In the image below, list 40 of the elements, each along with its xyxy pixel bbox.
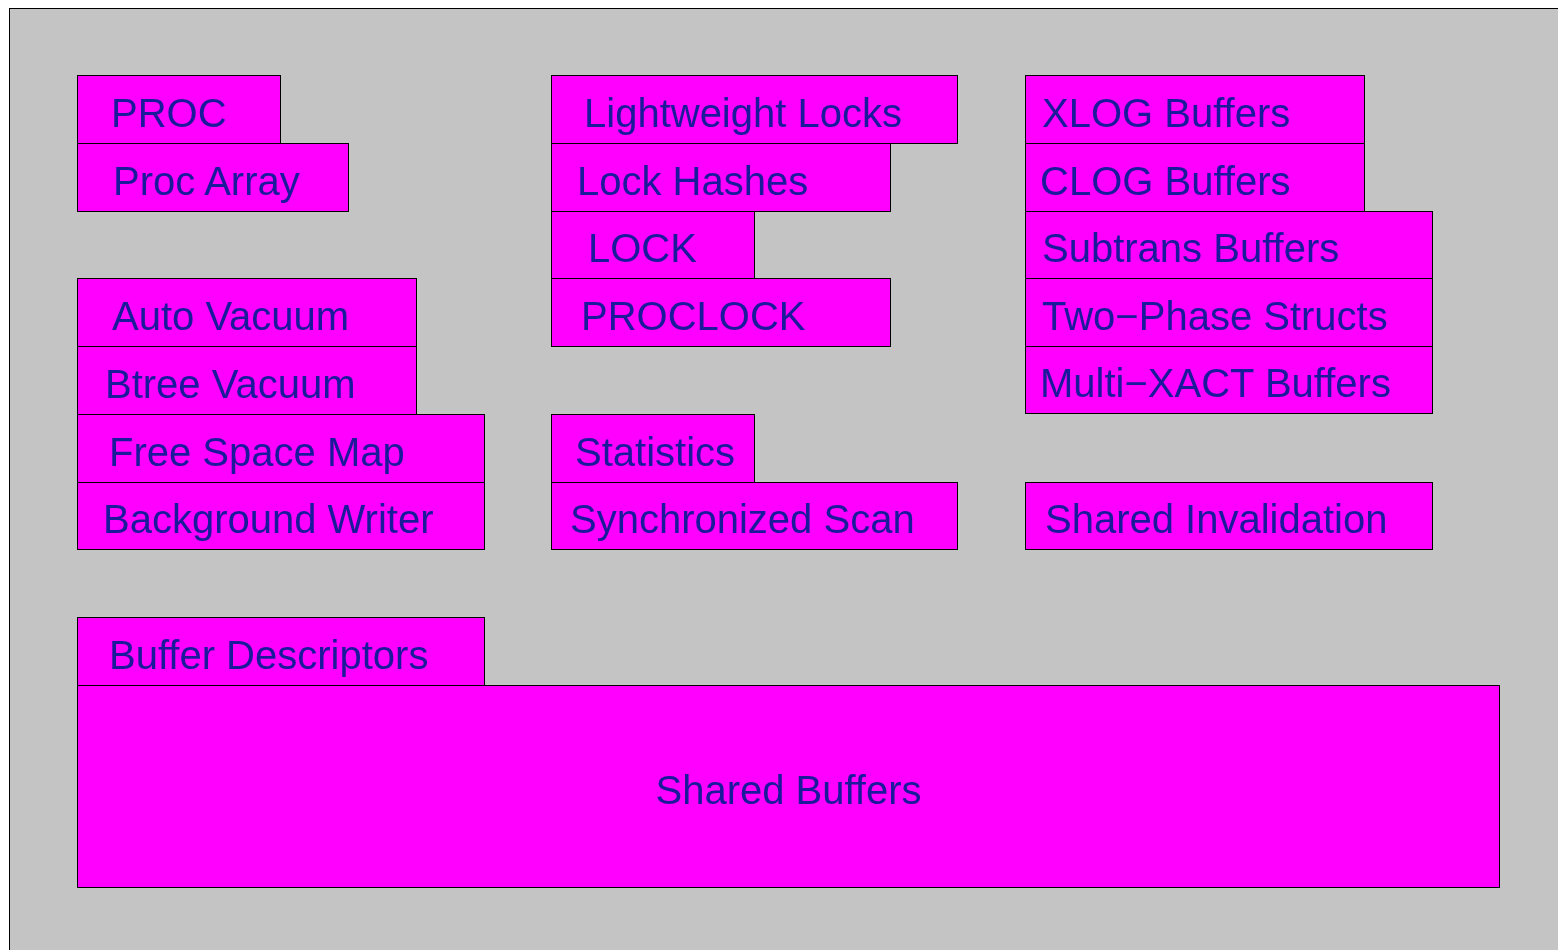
memory-region-box xyxy=(1025,211,1433,279)
memory-region-box xyxy=(77,278,417,347)
memory-region-box xyxy=(1025,75,1365,144)
memory-region-box xyxy=(77,143,349,212)
memory-region-box xyxy=(551,75,958,144)
memory-region-box xyxy=(551,482,958,550)
region-label: Multi−XACT Buffers xyxy=(1040,363,1391,403)
region-label: Synchronized Scan xyxy=(570,499,915,539)
region-label: Two−Phase Structs xyxy=(1042,295,1388,336)
region-label: Shared Invalidation xyxy=(1045,499,1388,539)
memory-region-box xyxy=(1025,278,1433,347)
memory-region-box xyxy=(77,617,485,686)
region-label: XLOG Buffers xyxy=(1042,92,1291,133)
region-label: Statistics xyxy=(575,431,736,472)
memory-region-box xyxy=(77,482,485,550)
region-label: Btree Vacuum xyxy=(105,363,356,404)
memory-region-box xyxy=(77,685,1500,888)
region-label: Auto Vacuum xyxy=(112,295,350,336)
region-label: Proc Array xyxy=(113,160,300,201)
memory-region-box xyxy=(77,346,417,415)
memory-region-box xyxy=(1025,482,1433,550)
memory-region-box xyxy=(1025,143,1365,212)
memory-region-box xyxy=(551,143,891,212)
region-label: LOCK xyxy=(588,228,697,268)
memory-region-box xyxy=(77,75,281,144)
memory-region-box xyxy=(551,414,755,483)
memory-region-box xyxy=(551,278,891,347)
memory-region-box xyxy=(1025,346,1433,414)
memory-region-box xyxy=(77,414,485,483)
region-label: Lock Hashes xyxy=(577,160,809,201)
region-label: Lightweight Locks xyxy=(584,92,902,133)
region-label: PROC xyxy=(111,92,227,133)
region-label: CLOG Buffers xyxy=(1040,160,1291,201)
region-label: Shared Buffers xyxy=(655,769,922,810)
region-label: Subtrans Buffers xyxy=(1042,228,1340,268)
region-label: PROCLOCK xyxy=(581,295,806,336)
memory-region-box xyxy=(551,211,755,279)
region-label: Free Space Map xyxy=(109,431,405,472)
region-label: Buffer Descriptors xyxy=(109,634,429,675)
region-label: Background Writer xyxy=(103,499,434,539)
